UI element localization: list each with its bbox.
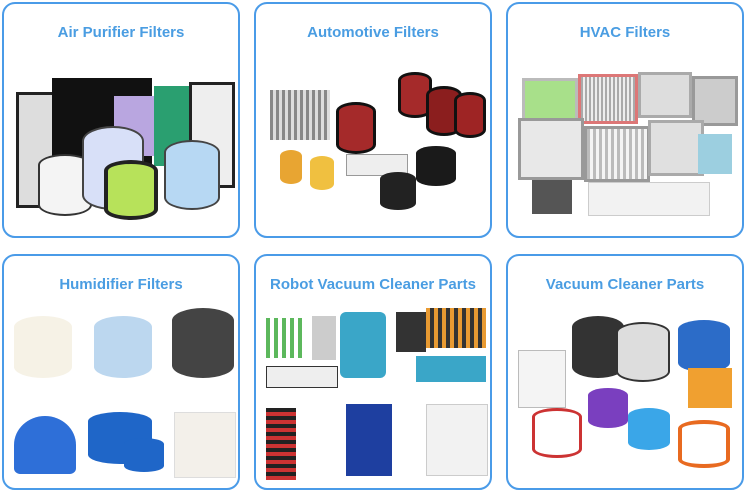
category-title: Air Purifier Filters (57, 24, 185, 41)
vacuum-cleaner-parts-image (518, 308, 732, 478)
category-card-humidifier-filters[interactable]: Humidifier Filters (2, 254, 240, 490)
category-card-automotive-filters[interactable]: Automotive Filters (254, 2, 492, 238)
category-title: Automotive Filters (307, 24, 439, 41)
category-title: Humidifier Filters (59, 276, 183, 293)
category-card-air-purifier-filters[interactable]: Air Purifier Filters (2, 2, 240, 238)
robot-vacuum-cleaner-parts-image (266, 308, 488, 480)
category-title: Vacuum Cleaner Parts (545, 276, 705, 293)
automotive-filters-image (266, 56, 486, 226)
category-card-vacuum-cleaner-parts[interactable]: Vacuum Cleaner Parts (506, 254, 744, 490)
category-card-hvac-filters[interactable]: HVAC Filters (506, 2, 744, 238)
hvac-filters-image (518, 56, 738, 226)
category-title: HVAC Filters (579, 24, 671, 41)
air-purifier-filters-image (14, 56, 235, 226)
humidifier-filters-image (14, 308, 236, 478)
category-card-robot-vacuum-cleaner-parts[interactable]: Robot Vacuum Cleaner Parts (254, 254, 492, 490)
category-title: Robot Vacuum Cleaner Parts (270, 276, 476, 293)
